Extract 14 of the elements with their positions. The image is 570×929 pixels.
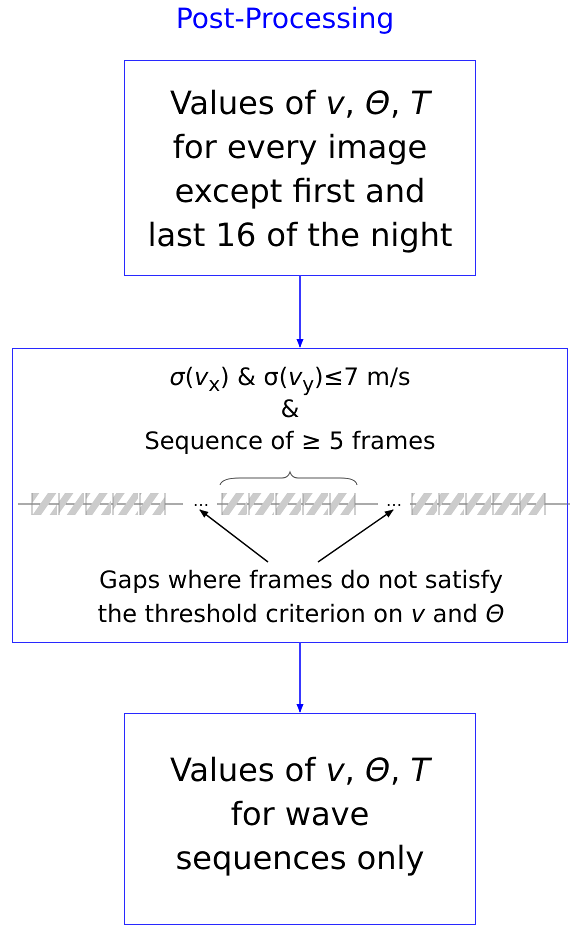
box-text: Values of v, Θ, T for wave sequences only [168,750,433,879]
arrow [296,276,304,348]
box-text: Values of v, Θ, T for every image except first and last 16 of the night [146,83,454,256]
ellipsis-text: … [188,489,214,513]
process-box [124,60,476,276]
result-box [124,713,476,925]
diagram-title: Post-Processing [174,2,396,35]
criterion-text: Sequence of ≥ 5 frames [143,426,437,457]
filter-box [12,348,568,643]
arrow [296,643,304,713]
leader-arrow [199,509,268,563]
annotation-text: Gaps where frames do not satisfy the threshold criterion on v and Θ [81,563,521,635]
leader-arrow [318,509,394,563]
ellipsis-text: … [381,489,407,513]
